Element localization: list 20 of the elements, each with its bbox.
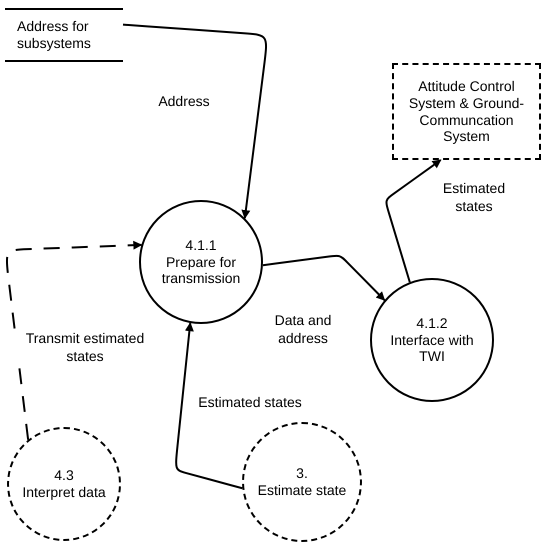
node-text: Interface with TWI <box>389 332 475 366</box>
arrow <box>175 322 243 490</box>
process-number: 4.1.2 <box>416 314 448 332</box>
process-number: 4.1.1 <box>185 236 217 254</box>
arrow <box>386 159 442 282</box>
process-circle <box>139 200 263 324</box>
external-entity-box <box>392 63 541 160</box>
process-number: 3. <box>296 465 308 482</box>
node-text: Interpret data <box>22 484 106 501</box>
arrow <box>262 254 386 301</box>
process-circle <box>242 422 362 542</box>
node-text: Prepare for transmission <box>160 254 242 288</box>
process-circle <box>7 427 121 541</box>
node-text: Address for subsystems <box>17 18 92 52</box>
data-store <box>5 8 123 62</box>
process-number: 4.3 <box>54 467 74 484</box>
process-circle <box>370 278 494 402</box>
node-text: Estimate state <box>258 482 346 499</box>
node-text: Attitude Control System & Ground-Communcation System <box>408 78 526 146</box>
arrow <box>122 24 267 220</box>
